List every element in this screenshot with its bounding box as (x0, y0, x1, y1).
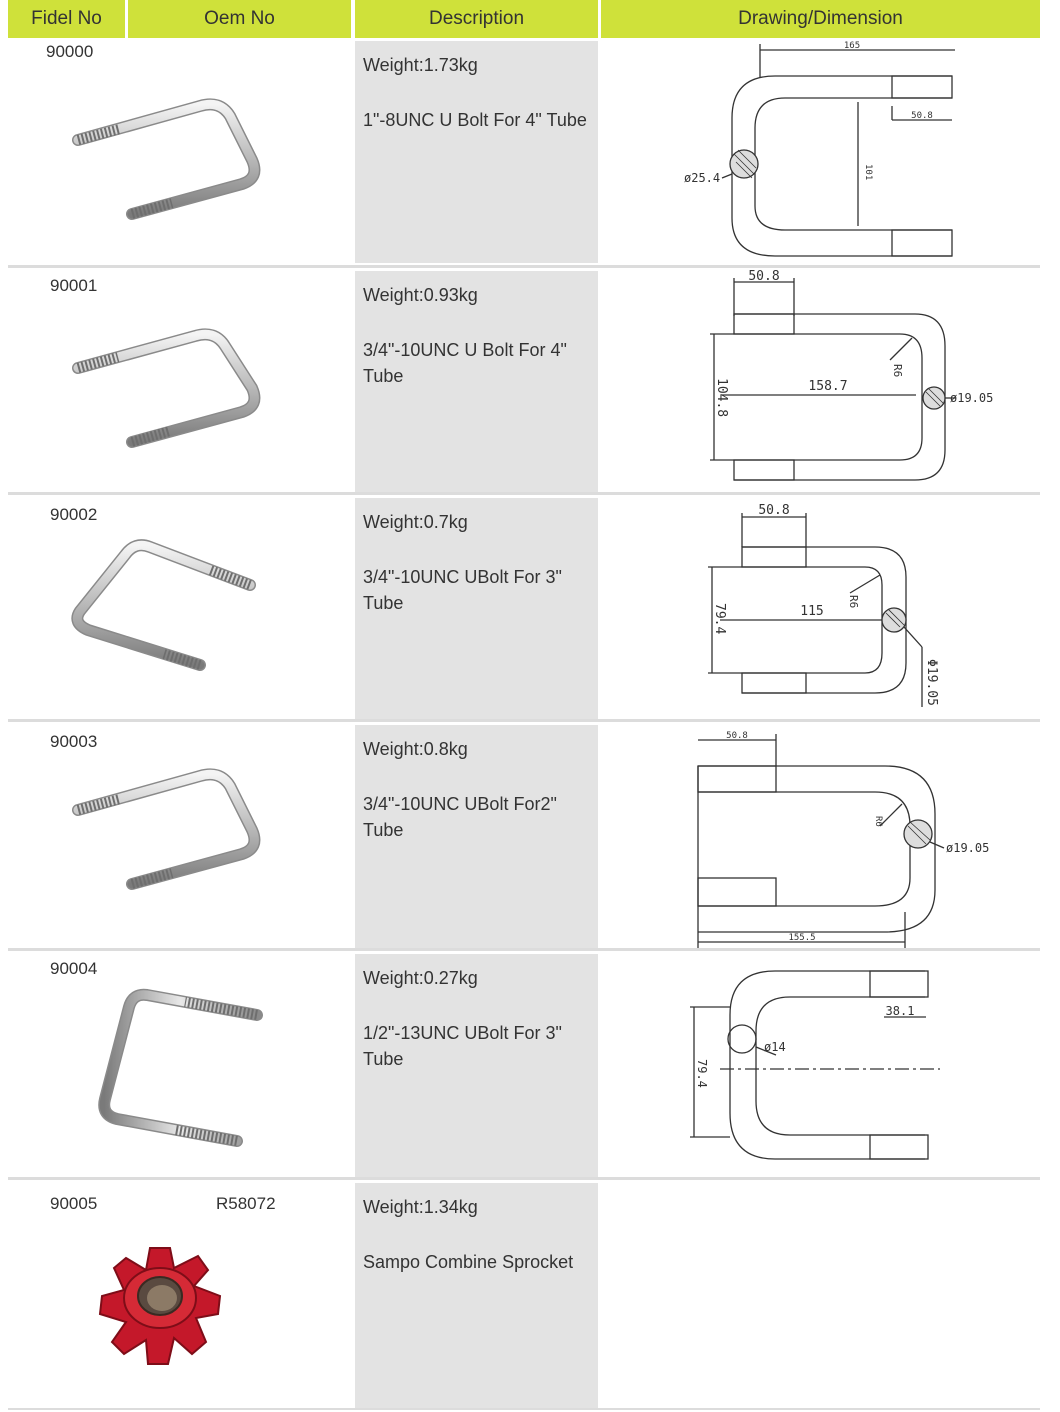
dim-diameter: ø14 (764, 1040, 786, 1054)
u-bolt-photo (72, 768, 261, 890)
dim-diameter: Φ19.05 (924, 659, 939, 706)
dim-diameter: ø19.05 (950, 391, 993, 405)
fidel-no: 90002 (50, 505, 98, 524)
u-bolt-photo (98, 988, 263, 1147)
dim-diameter: ø19.05 (946, 841, 989, 855)
u-bolt-photo (72, 328, 261, 448)
description-cell: Weight:0.27kg 1/2"-13UNC UBolt For 3" Tu… (355, 954, 598, 1177)
dim-top-length: 165 (844, 41, 860, 51)
header-fidel-no: Fidel No (8, 0, 125, 38)
weight-text: Weight:1.73kg (363, 55, 478, 75)
description-cell: Weight:0.7kg 3/4"-10UNC UBolt For 3" Tub… (355, 498, 598, 719)
description-cell: Weight:1.73kg 1"-8UNC U Bolt For 4" Tube (355, 41, 598, 263)
dim-height: 79.4 (695, 1059, 709, 1088)
dim-height: 104.8 (714, 378, 729, 417)
header-drawing-dimension: Drawing/Dimension (601, 0, 1040, 38)
dim-height: 101 (863, 164, 873, 180)
description-cell: Weight:0.8kg 3/4"-10UNC UBolt For2" Tube (355, 725, 598, 948)
weight-text: Weight:0.7kg (363, 512, 468, 532)
dim-thread-length: 38.1 (886, 1004, 915, 1018)
fidel-no: 90004 (50, 959, 98, 978)
fidel-no: 90001 (50, 276, 98, 295)
dim-radius: R6 (873, 816, 883, 827)
dimension-drawing: 50.8 R6 ø19.05 155.5 (697, 731, 989, 948)
product-name: 3/4"-10UNC UBolt For 3" Tube (363, 567, 562, 613)
dim-radius: R6 (847, 595, 860, 608)
dim-length: 155.5 (788, 933, 815, 943)
table-row: 90003 Weight:0.8kg 3/4"-10UNC UBolt For2… (0, 722, 1060, 948)
weight-text: Weight:0.27kg (363, 968, 478, 988)
product-name: 3/4"-10UNC U Bolt For 4" Tube (363, 340, 567, 386)
product-name: 1"-8UNC U Bolt For 4" Tube (363, 110, 587, 130)
dimension-drawing: 38.1 79.4 ø14 (690, 970, 940, 1160)
u-bolt-photo (72, 98, 261, 220)
dim-height: 79.4 (712, 603, 727, 634)
table-row: 90005 R58072 Weight:1.34kg Sampo Combine… (0, 1180, 1060, 1408)
dim-thread-length: 50.8 (758, 503, 789, 518)
dimension-drawing: 50.8 104.8 158.7 R6 ø19.05 (710, 269, 993, 481)
description-cell: Weight:0.93kg 3/4"-10UNC U Bolt For 4" T… (355, 271, 598, 492)
fidel-no: 90005 (50, 1194, 98, 1213)
dim-diameter: ø25.4 (684, 171, 720, 185)
dimension-drawing: 165 50.8 101 ø25.4 (684, 41, 955, 257)
product-name: 1/2"-13UNC UBolt For 3" Tube (363, 1023, 562, 1069)
product-name: Sampo Combine Sprocket (363, 1252, 574, 1272)
dim-thread-length: 50.8 (911, 111, 933, 121)
fidel-no: 90003 (50, 732, 98, 751)
header-description: Description (355, 0, 598, 38)
dim-length: 115 (800, 604, 823, 619)
dim-radius: R6 (891, 364, 904, 377)
dim-length: 158.7 (808, 379, 847, 394)
sprocket-photo (98, 1247, 222, 1365)
table-row: 90000 Weight:1.73kg 1"-8UNC U Bolt For 4… (0, 38, 1060, 266)
dim-thread-length: 50.8 (748, 269, 779, 284)
weight-text: Weight:0.8kg (363, 739, 468, 759)
u-bolt-photo (71, 539, 256, 671)
table-row: 90004 Weight:0.27kg 1/2"-13UNC UBolt For… (0, 951, 1060, 1177)
product-name: 3/4"-10UNC UBolt For2" Tube (363, 794, 557, 840)
header-oem-no: Oem No (128, 0, 351, 38)
weight-text: Weight:1.34kg (363, 1197, 478, 1217)
dim-thread-length: 50.8 (726, 731, 748, 741)
table-row: 90001 Weight:0.93kg 3/4"-10UNC U Bolt Fo… (0, 268, 1060, 492)
dimension-drawing: 50.8 79.4 115 R6 Φ19.05 (708, 503, 939, 707)
fidel-no: 90000 (46, 42, 94, 61)
weight-text: Weight:0.93kg (363, 285, 478, 305)
oem-no: R58072 (216, 1194, 276, 1213)
description-cell: Weight:1.34kg Sampo Combine Sprocket (355, 1183, 598, 1408)
table-row: 90002 Weight:0.7kg 3/4"-10UNC UBolt For … (0, 495, 1060, 719)
